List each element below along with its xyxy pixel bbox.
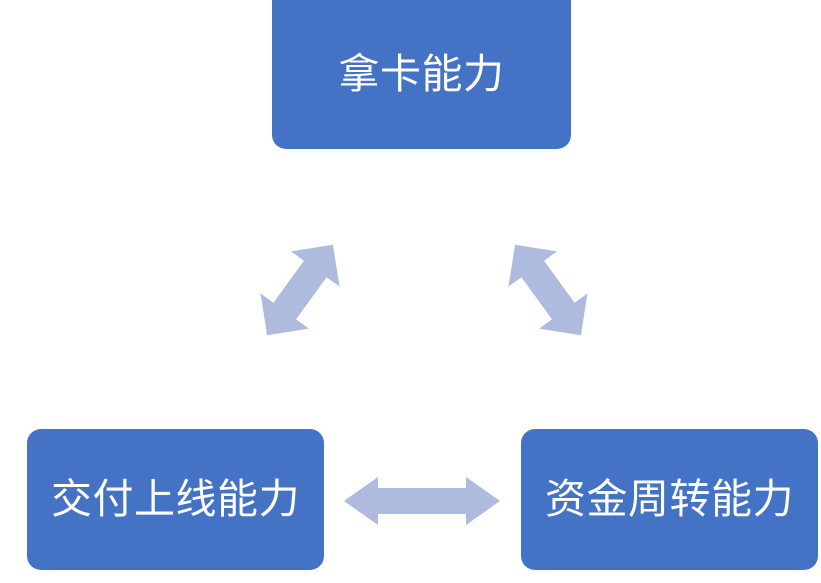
connector-right-diagonal-double-arrow (508, 244, 588, 336)
diagram-node-top[interactable]: 拿卡能力 (272, 0, 571, 149)
diagram-node-bottom-right-label: 资金周转能力 (545, 476, 794, 523)
diagram-node-bottom-left[interactable]: 交付上线能力 (27, 429, 324, 570)
connector-bottom-horizontal-double-arrow (344, 477, 500, 525)
connector-left-diagonal-double-arrow (260, 244, 340, 336)
diagram-node-bottom-right[interactable]: 资金周转能力 (521, 429, 818, 570)
diagram-node-bottom-left-label: 交付上线能力 (51, 476, 300, 523)
diagram-node-top-label: 拿卡能力 (338, 51, 505, 98)
